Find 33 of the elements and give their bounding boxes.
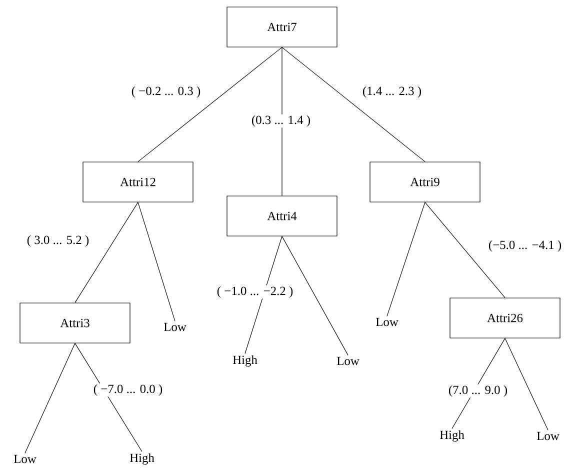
edge-label: ( −0.2 ... 0.3 ) (130, 85, 202, 99)
edge-label: ( 3.0 ... 5.2 ) (26, 234, 90, 248)
leaf-label: Low (336, 356, 360, 366)
branch-line (138, 202, 176, 322)
branch-line (282, 47, 426, 162)
leaf-label: Low (164, 322, 186, 332)
attribute-box: Attri7 (226, 6, 338, 48)
branch-line (74, 343, 142, 452)
edge-label: (0.3 ... 1.4 ) (250, 114, 312, 128)
branch-line (386, 202, 426, 316)
branch-line (424, 202, 506, 298)
edge-label: (−5.0 ... −4.1 ) (487, 239, 563, 253)
leaf-label: High (440, 430, 464, 442)
attribute-box: Attri9 (370, 162, 480, 202)
edge-label: ( −7.0 ... 0.0 ) (92, 383, 164, 397)
leaf-label: Low (14, 454, 36, 464)
branch-line (74, 202, 138, 303)
branch-line (282, 236, 348, 356)
branch-line (24, 343, 76, 454)
edge-label: (7.0 ... 9.0 ) (447, 384, 509, 398)
branch-line (504, 338, 548, 430)
attribute-box: Attri4 (226, 196, 338, 236)
leaf-label: Low (376, 318, 398, 326)
leaf-label: High (130, 453, 154, 465)
attribute-box: Attri3 (20, 302, 130, 344)
attribute-box: Attri26 (450, 298, 560, 338)
leaf-label: High (232, 355, 258, 367)
leaf-label: Low (536, 432, 560, 440)
branch-line (244, 236, 282, 354)
edge-label: ( −1.0 ... −2.2 ) (216, 285, 294, 299)
branch-line (138, 47, 282, 162)
edge-label: (1.4 ... 2.3 ) (361, 85, 423, 99)
attribute-box: Attri12 (82, 162, 194, 202)
